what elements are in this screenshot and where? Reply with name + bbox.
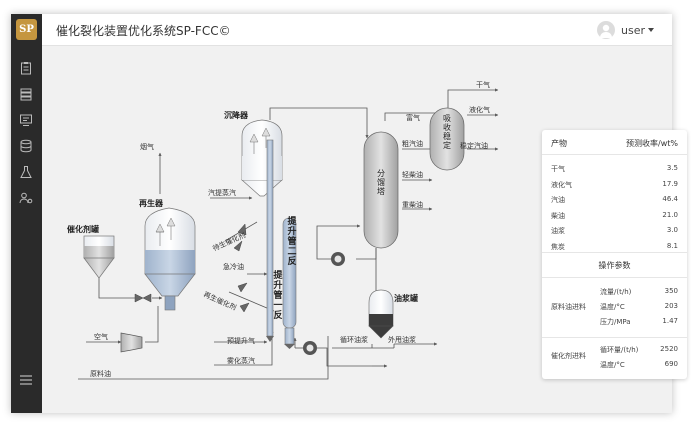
- database-icon[interactable]: [19, 139, 33, 153]
- compressor-icon: [120, 332, 143, 353]
- yield-unit-header: 预测收率/wt%: [626, 139, 678, 148]
- param-value: 1.47: [662, 317, 678, 325]
- catalyst-param-row: 循环量/(t/h) 2520: [600, 345, 678, 355]
- label-slurry-tank: 油浆罐: [394, 293, 418, 303]
- riser-1-icon: [266, 139, 274, 342]
- label-air: 空气: [94, 332, 108, 341]
- feed-param-row: 压力/MPa 1.47: [600, 317, 678, 327]
- menu-icon[interactable]: [18, 373, 34, 387]
- yield-header: 产物: [551, 139, 567, 148]
- avatar: [597, 21, 615, 39]
- process-flow-svg: 烟气 汽提蒸汽 待生催化剂 再生催化剂 急冷油 空气 预提升气 雾化蒸汽 原料油…: [67, 80, 499, 380]
- flask-icon[interactable]: [19, 165, 33, 179]
- label-fractionator: 分馏塔: [377, 169, 385, 196]
- yield-value: 3.5: [666, 164, 678, 172]
- yield-row: 柴油 21.0: [551, 211, 678, 221]
- params-header: 操作参数: [598, 261, 631, 270]
- app-logo: SP: [16, 19, 37, 40]
- label-lpg: 液化气: [469, 105, 490, 114]
- yield-row: 焦炭 8.1: [551, 242, 678, 252]
- label-atomizing-steam: 雾化蒸汽: [227, 356, 255, 365]
- catalyst-group-label: 催化剂进料: [551, 352, 586, 360]
- yield-row: 液化气 17.9: [551, 180, 678, 190]
- catalyst-param-row: 温度/°C 690: [600, 360, 678, 370]
- label-light-diesel: 轻柴油: [402, 170, 423, 179]
- yield-name: 汽油: [551, 196, 565, 204]
- yield-name: 焦炭: [551, 242, 565, 251]
- yield-value: 46.4: [662, 195, 678, 203]
- user-name: user: [621, 23, 645, 37]
- param-value: 690: [664, 360, 678, 368]
- label-dry-gas: 干气: [476, 80, 490, 89]
- label-regen-catalyst: 再生催化剂: [202, 290, 238, 312]
- param-name: 压力/MPa: [600, 318, 631, 326]
- label-heavy-diesel: 重柴油: [402, 200, 423, 209]
- users-gear-icon[interactable]: [19, 191, 33, 205]
- label-regenerator: 再生器: [139, 198, 164, 208]
- header-bar: 催化裂化装置优化系统SP-FCC© user: [42, 14, 672, 46]
- param-name: 循环量/(t/h): [600, 346, 639, 354]
- label-crude-gasoline: 粗汽油: [402, 139, 423, 148]
- feed-param-row: 温度/°C 203: [600, 302, 678, 312]
- app-window: SP 催化裂化装置优化系统SP-FCC© user: [11, 14, 687, 413]
- label-feed-oil: 原料油: [90, 369, 111, 378]
- feed-group-label: 原料油进料: [551, 303, 586, 311]
- sidebar: SP: [11, 14, 42, 413]
- param-value: 350: [664, 287, 678, 295]
- param-value: 2520: [660, 345, 678, 353]
- pump-icon: [303, 252, 345, 355]
- label-stable-gasoline: 稳定汽油: [460, 141, 488, 150]
- label-settler: 沉降器: [224, 110, 249, 120]
- label-stripping-steam: 汽提蒸汽: [208, 188, 236, 197]
- yield-name: 油浆: [551, 227, 565, 235]
- slurry-tank-icon: [368, 289, 394, 339]
- page-title: 催化裂化装置优化系统SP-FCC©: [56, 24, 231, 38]
- param-value: 203: [664, 302, 678, 310]
- riser-2-icon: [282, 217, 297, 349]
- catalyst-tank-icon: [83, 235, 115, 279]
- user-menu[interactable]: user: [597, 20, 654, 40]
- yield-value: 8.1: [666, 241, 678, 250]
- clipboard-icon[interactable]: [19, 61, 33, 75]
- param-name: 温度/°C: [600, 361, 625, 369]
- divider: [542, 154, 687, 155]
- yield-value: 17.9: [662, 179, 678, 188]
- divider: [542, 277, 687, 278]
- process-diagram: 烟气 汽提蒸汽 待生催化剂 再生催化剂 急冷油 空气 预提升气 雾化蒸汽 原料油…: [42, 46, 687, 413]
- fractionator-icon: [363, 131, 399, 249]
- param-name: 流量/(t/h): [600, 288, 632, 296]
- param-name: 温度/°C: [600, 303, 625, 311]
- yield-value: 21.0: [662, 210, 678, 219]
- yield-value: 3.0: [666, 226, 678, 234]
- monitor-icon[interactable]: [19, 113, 33, 127]
- divider: [542, 337, 687, 338]
- label-catalyst-tank: 催化剂罐: [67, 224, 99, 234]
- prediction-panel: 产物 预测收率/wt% 干气 3.5 液化气 17.9 汽油 46.4 柴油 21.0 油浆 3.…: [542, 130, 687, 379]
- label-absorber: 吸收稳定: [443, 114, 451, 150]
- valve-icon: [134, 223, 250, 313]
- yield-name: 干气: [551, 165, 565, 173]
- label-riser-1: 提升管一反: [273, 269, 283, 321]
- regenerator-icon: [144, 207, 196, 311]
- label-rich-gas: 富气: [406, 113, 420, 122]
- divider: [542, 252, 687, 253]
- yield-row: 汽油 46.4: [551, 195, 678, 205]
- yield-row: 油浆 3.0: [551, 226, 678, 236]
- list-icon[interactable]: [19, 87, 33, 101]
- settler-icon: [241, 119, 283, 197]
- chevron-down-icon[interactable]: [648, 28, 654, 32]
- label-quench-oil: 急冷油: [223, 262, 244, 271]
- yield-row: 干气 3.5: [551, 164, 678, 174]
- user-icon: [600, 24, 612, 38]
- label-pre-lift-gas: 预提升气: [227, 336, 255, 345]
- label-riser-2: 提升管二反: [287, 215, 297, 267]
- absorber-stabilizer-icon: [429, 107, 465, 171]
- yield-name: 液化气: [551, 180, 572, 189]
- yield-name: 柴油: [551, 211, 565, 220]
- label-flue-gas: 烟气: [140, 142, 154, 151]
- feed-param-row: 流量/(t/h) 350: [600, 287, 678, 297]
- label-export-slurry: 外甩油浆: [388, 335, 416, 344]
- label-recycle-slurry: 循环油浆: [340, 335, 368, 344]
